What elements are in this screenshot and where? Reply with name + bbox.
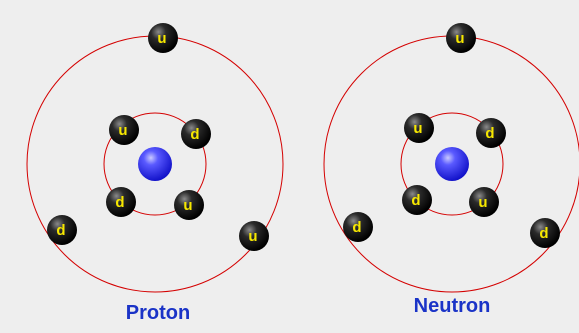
quark-label: u: [413, 120, 422, 137]
quark-sphere: [476, 118, 506, 148]
quark-sphere: [148, 23, 178, 53]
quark-sphere: [47, 215, 77, 245]
quark-label: d: [411, 192, 420, 209]
proton-quark-outer-left: d: [47, 215, 77, 245]
proton-quark-inner-bottom-right: u: [174, 190, 204, 220]
proton-diagram: u u d d u d u Proton: [26, 23, 284, 324]
neutron-quarks: u u d d u d d: [343, 23, 560, 248]
quark-label: d: [115, 194, 124, 211]
neutron-caption: Neutron: [414, 295, 491, 317]
proton-quarks: u u d d u d u: [47, 23, 269, 251]
neutron-quark-outer-left: d: [343, 212, 373, 242]
quark-label: u: [157, 30, 166, 47]
quark-sphere: [174, 190, 204, 220]
neutron-quark-inner-top-right: d: [476, 118, 506, 148]
quark-label: u: [478, 194, 487, 211]
proton-quark-outer-right: u: [239, 221, 269, 251]
proton-core-sphere: [138, 147, 172, 181]
quark-sphere: [530, 218, 560, 248]
proton-inner-orbit: [103, 112, 207, 216]
quark-label: d: [539, 225, 548, 242]
neutron-quark-outer-right: d: [530, 218, 560, 248]
quark-label: u: [118, 122, 127, 139]
quark-label: d: [352, 219, 361, 236]
proton-quark-inner-bottom-left: d: [106, 187, 136, 217]
neutron-core-sphere: [435, 147, 469, 181]
quark-sphere: [109, 115, 139, 145]
neutron-diagram: u u d d u d d Neutron: [323, 23, 579, 317]
quark-sphere: [106, 187, 136, 217]
quark-sphere: [181, 119, 211, 149]
proton-quark-inner-top-left: u: [109, 115, 139, 145]
neutron-quark-inner-bottom-left: d: [402, 185, 432, 215]
quark-label: d: [56, 222, 65, 239]
neutron-quark-top: u: [446, 23, 476, 53]
quark-label: u: [183, 197, 192, 214]
quark-label: d: [485, 125, 494, 142]
quark-label: u: [455, 30, 464, 47]
quark-label: u: [248, 228, 257, 245]
neutron-inner-orbit: [400, 112, 504, 216]
quark-sphere: [404, 113, 434, 143]
neutron-quark-inner-bottom-right: u: [469, 187, 499, 217]
quark-label: d: [190, 126, 199, 143]
quark-sphere: [469, 187, 499, 217]
quark-sphere: [239, 221, 269, 251]
proton-caption: Proton: [126, 302, 190, 324]
neutron-quark-inner-top-left: u: [404, 113, 434, 143]
quark-sphere: [343, 212, 373, 242]
proton-quark-top: u: [148, 23, 178, 53]
proton-quark-inner-top-right: d: [181, 119, 211, 149]
quark-sphere: [446, 23, 476, 53]
quark-sphere: [402, 185, 432, 215]
